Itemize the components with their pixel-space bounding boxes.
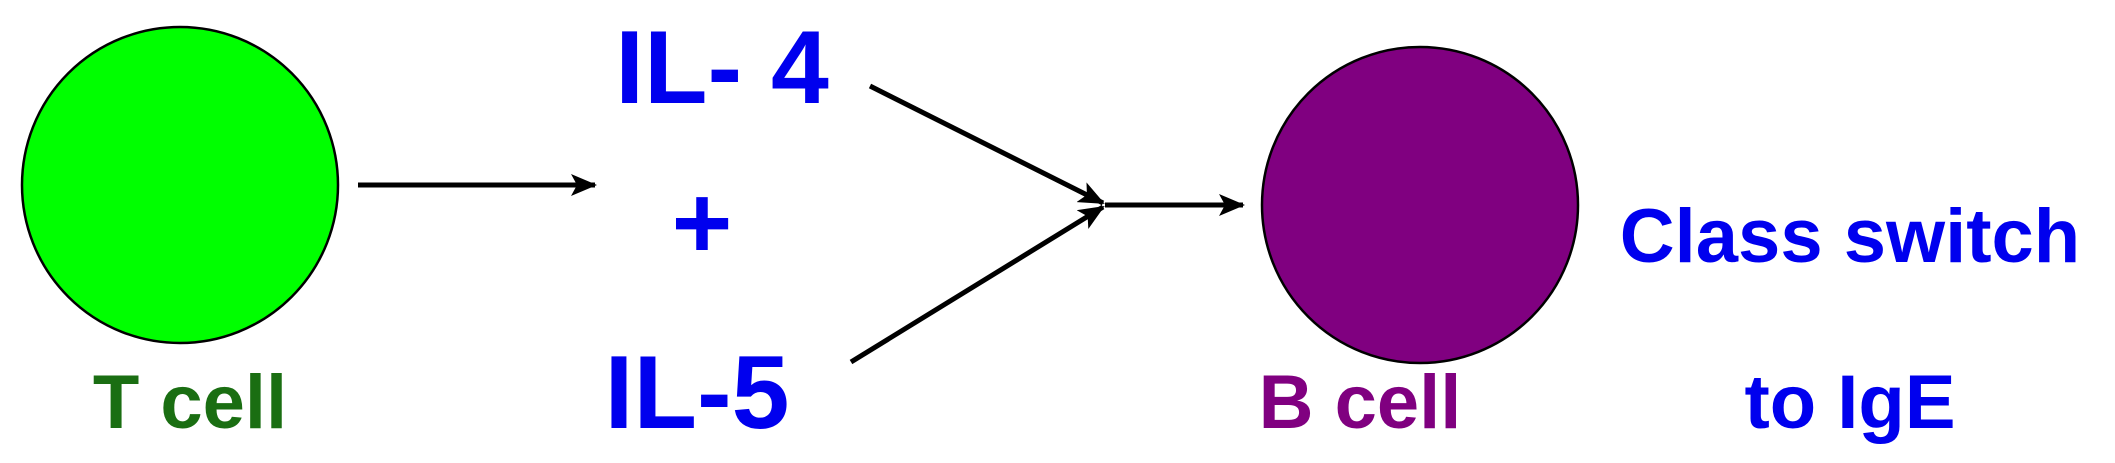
il5-label: IL-5 [605,335,790,451]
arrow-il4-to-junction [868,83,1105,206]
plus-sign: + [672,165,733,281]
arrow-il5-to-junction [849,204,1105,365]
outcome-line1: Class switch [1620,194,2080,279]
outcome-line2: to IgE [1744,360,1955,445]
t-cell-circle [20,25,340,345]
b-cell-circle [1260,45,1580,365]
il4-label: IL- 4 [615,10,829,126]
b-cell-label: B cell [1259,360,1462,445]
t-cell-label: T cell [93,360,287,445]
